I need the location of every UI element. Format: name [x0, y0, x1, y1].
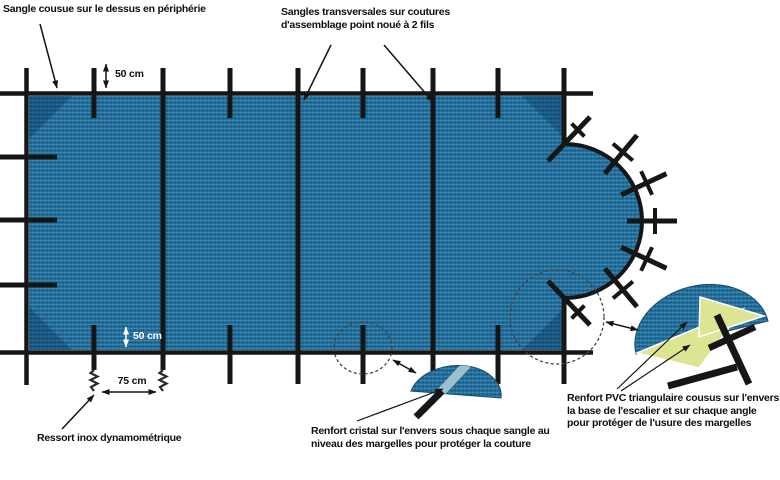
- dimension-edge-inset: 50 cm: [133, 330, 162, 342]
- stair-radial-straps: [546, 115, 677, 327]
- detail-inset-cristal: [410, 364, 502, 420]
- label-peripheral-strap: Sangle cousue sur le dessus en périphéri…: [3, 3, 206, 16]
- label-spring-text: Ressort inox dynamométrique: [37, 432, 182, 444]
- label-pvc-reinforcement: Renfort PVC triangulaire cousus sur l'en…: [567, 392, 779, 430]
- cover-shape: [29, 96, 642, 350]
- spring-symbols: [88, 369, 169, 392]
- dimension-strap-overhang: 50 cm: [115, 68, 144, 80]
- label-cristal-line2: niveau des margelles pour protéger la co…: [311, 437, 531, 450]
- label-pvc-line3: pour protéger de l'usure des margelles: [567, 417, 752, 429]
- dimension-strap-spacing: 75 cm: [117, 375, 147, 387]
- label-cristal-line1: Renfort cristal sur l'envers sous chaque…: [311, 425, 550, 437]
- dimension-arrows: [101, 63, 157, 395]
- pointer-arrows: [39, 23, 691, 430]
- dashed-highlight-circles: [333, 269, 605, 375]
- label-pvc-line2: la base de l'escalier et sur chaque angl…: [567, 404, 757, 417]
- label-transversal-straps: Sangles transversales sur coutures d'ass…: [281, 6, 450, 31]
- label-spring: Ressort inox dynamométrique: [37, 432, 182, 445]
- label-transversal-line1: Sangles transversales sur coutures: [281, 6, 450, 18]
- label-pvc-line1: Renfort PVC triangulaire cousus sur l'en…: [567, 392, 780, 404]
- label-transversal-line2: d'assemblage point noué à 2 fils: [281, 18, 435, 31]
- detail-inset-pvc: [634, 283, 769, 390]
- corner-shades: [29, 96, 565, 350]
- strap-grid: [0, 68, 567, 384]
- label-cristal-reinforcement: Renfort cristal sur l'envers sous chaque…: [311, 425, 550, 450]
- label-peripheral-strap-text: Sangle cousue sur le dessus en périphéri…: [3, 3, 206, 15]
